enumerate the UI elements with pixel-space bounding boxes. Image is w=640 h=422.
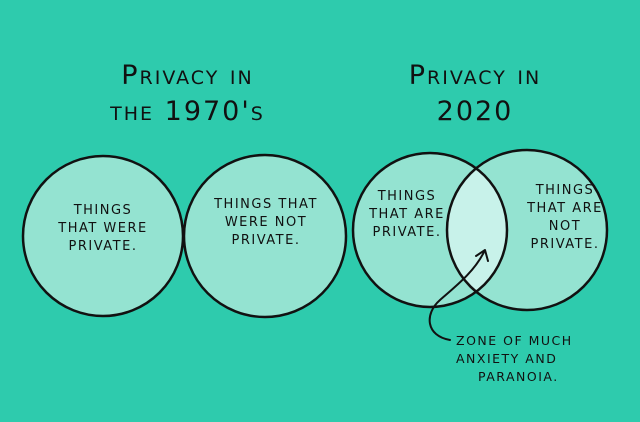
title-2020-line1: Privacy in	[408, 60, 542, 91]
title-2020-line2: 2020	[436, 96, 514, 127]
note-line: paranoia.	[478, 369, 559, 384]
label-2020-not-private: Things that are not private.	[520, 182, 610, 254]
label-line: were not	[224, 215, 308, 230]
label-2020-private: Things that are private.	[362, 188, 452, 242]
label-line: private.	[372, 225, 442, 240]
note-line: Zone of much	[456, 333, 573, 348]
label-line: private.	[231, 233, 301, 248]
arrow-head	[475, 249, 489, 262]
label-line: that are	[369, 207, 445, 222]
label-line: not	[548, 219, 582, 234]
label-line: private.	[68, 239, 138, 254]
label-line: that were	[58, 221, 148, 236]
label-line: Things	[73, 203, 133, 218]
label-1970-not-private: Things that were not private.	[200, 196, 332, 250]
title-2020: Privacy in 2020	[380, 58, 570, 130]
overlap-zone	[447, 153, 507, 307]
label-line: Things	[377, 189, 437, 204]
title-1970-line1: Privacy in	[121, 60, 254, 91]
note-line: anxiety and	[456, 351, 558, 366]
label-1970-private: Things that were private.	[38, 202, 168, 256]
label-line: Things that	[214, 197, 318, 212]
circle-1970-not-private	[182, 153, 348, 319]
overlap-note: Zone of much anxiety and paranoia.	[456, 332, 606, 386]
circle-2020-not-private-outline	[445, 148, 609, 312]
label-line: that are	[527, 201, 603, 216]
overlap-arrow	[428, 251, 485, 341]
label-line: private.	[530, 237, 600, 252]
circle-2020-private-outline	[351, 151, 509, 309]
title-1970-line2: the 1970's	[110, 96, 265, 127]
title-1970: Privacy in the 1970's	[90, 58, 285, 130]
label-line: Things	[535, 183, 595, 198]
